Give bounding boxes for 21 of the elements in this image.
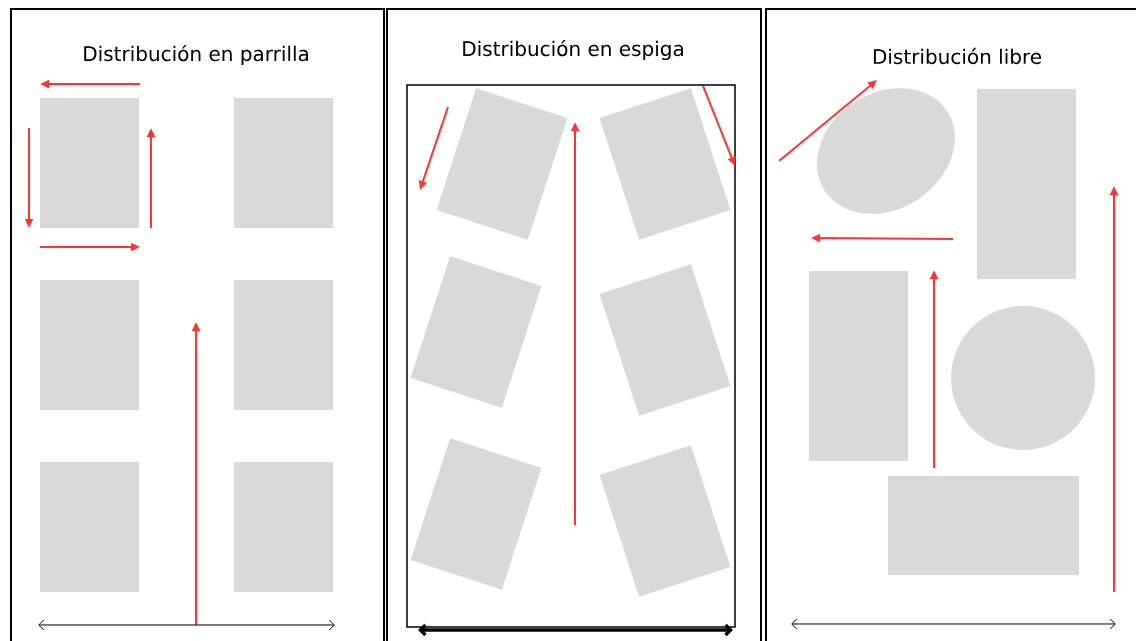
frame xyxy=(406,84,736,628)
panel: Distribución libre xyxy=(765,8,1136,641)
panel: Distribución en parrilla xyxy=(10,8,385,641)
block xyxy=(234,98,333,228)
block xyxy=(436,88,568,240)
block xyxy=(599,88,731,240)
block xyxy=(977,89,1076,279)
block xyxy=(40,280,139,410)
block xyxy=(234,280,333,410)
block xyxy=(599,445,731,597)
block xyxy=(410,438,542,590)
panel: Distribución en espiga xyxy=(386,8,762,641)
block xyxy=(234,462,333,592)
block xyxy=(410,256,542,408)
block xyxy=(951,306,1095,450)
block xyxy=(817,88,955,214)
block xyxy=(40,98,139,228)
block xyxy=(888,476,1079,575)
block xyxy=(809,271,908,461)
block xyxy=(599,264,731,416)
block xyxy=(40,462,139,592)
